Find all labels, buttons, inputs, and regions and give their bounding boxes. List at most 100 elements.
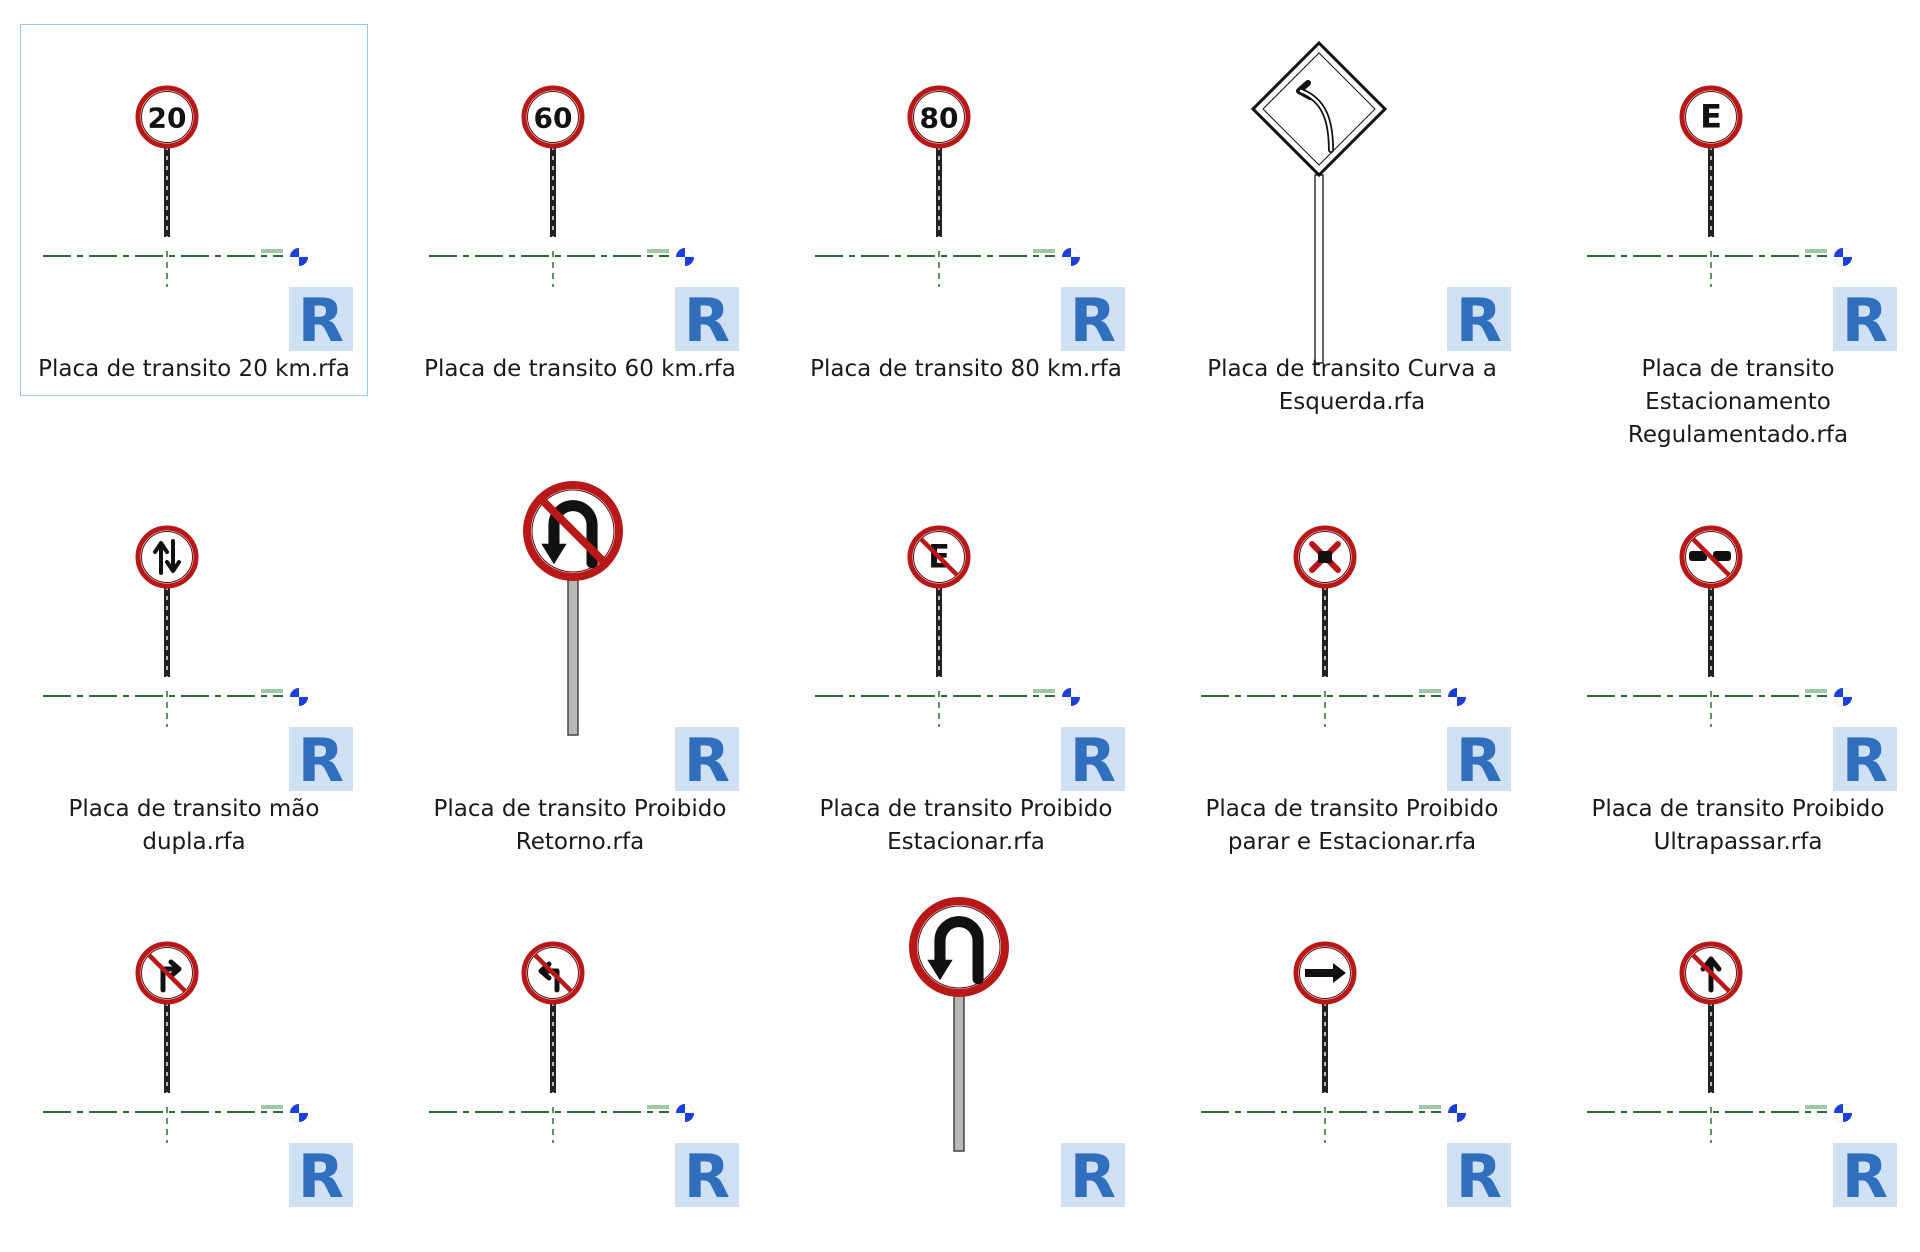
file-name-line: Placa de transito Curva a (1207, 356, 1497, 382)
revit-icon-background (1061, 727, 1125, 791)
file-thumbnail: R (1179, 465, 1525, 805)
reference-lines (1587, 688, 1852, 727)
reference-lines (815, 248, 1080, 287)
reference-lines (43, 1104, 308, 1143)
file-name-line: Placa de transito Proibido (1205, 796, 1499, 822)
reference-tag (1805, 689, 1827, 693)
revit-file-icon: R (1061, 726, 1125, 796)
sign-no-straight (1679, 941, 1743, 1093)
sign-two-way (135, 525, 199, 677)
file-name-line: Regulamentado.rfa (1627, 422, 1849, 448)
revit-icon-background (675, 287, 739, 351)
origin-marker-icon (290, 688, 308, 706)
revit-icon-background (1833, 727, 1897, 791)
sign-post (567, 576, 579, 736)
file-name-line: Ultrapassar.rfa (1653, 829, 1823, 855)
prohibition-slash (1691, 537, 1731, 577)
sign-post (1322, 586, 1328, 677)
file-name-label: Placa de transito 20 km.rfa (21, 353, 367, 386)
revit-icon-letter: R (1456, 726, 1502, 796)
file-name-line: Placa de transito Proibido (433, 796, 727, 822)
revit-icon-background (1447, 287, 1511, 351)
file-item[interactable]: R (1178, 880, 1526, 1252)
file-name-line: Retorno.rfa (515, 829, 645, 855)
sign-inner-ring (917, 905, 1001, 989)
sign-post (550, 146, 556, 237)
file-name-line: Placa de transito 80 km.rfa (810, 356, 1122, 382)
file-name-line: Esquerda.rfa (1278, 389, 1426, 415)
revit-file-icon: R (289, 726, 353, 796)
curve-arrow-highlight (1299, 89, 1333, 152)
file-item[interactable]: R (1564, 880, 1912, 1252)
file-name-line: parar e Estacionar.rfa (1227, 829, 1477, 855)
thumbnail-drawing: ER (1587, 85, 1897, 356)
thumbnail-drawing: R (523, 481, 739, 796)
sign-post (1708, 146, 1714, 237)
file-name-line: Placa de transito Proibido (819, 796, 1113, 822)
u-turn-arrow-icon (548, 500, 598, 569)
sign-face (135, 85, 199, 149)
sign-post (164, 1002, 170, 1093)
sign-text: 20 (148, 101, 187, 134)
reference-tag (261, 249, 283, 253)
reference-lines (1201, 1104, 1466, 1143)
thumbnail-drawing: ER (815, 525, 1125, 796)
file-name-line: dupla.rfa (142, 829, 246, 855)
revit-icon-background (289, 287, 353, 351)
file-name-label: Placa de transito 60 km.rfa (407, 353, 753, 386)
sign-inner-ring (913, 531, 965, 583)
sign-inner-ring (531, 489, 615, 573)
sign-inner-ring (1685, 531, 1737, 583)
revit-file-icon: R (1061, 1142, 1125, 1212)
reference-tag (1033, 249, 1055, 253)
origin-marker-icon (1062, 688, 1080, 706)
reference-lines (43, 688, 308, 727)
revit-file-icon: R (1061, 286, 1125, 356)
prohibition-slash (539, 497, 607, 565)
sign-speed: 60 (521, 85, 585, 237)
box-icon (1318, 551, 1332, 563)
file-name-line: Estacionar.rfa (887, 829, 1045, 855)
thumbnail-drawing: R (1250, 40, 1511, 364)
file-thumbnail: R (407, 881, 753, 1221)
revit-file-icon: R (675, 286, 739, 356)
file-item[interactable]: R (20, 880, 368, 1252)
revit-icon-letter: R (684, 286, 730, 356)
reference-tag (647, 249, 669, 253)
thumbnail-drawing: R (1201, 525, 1511, 796)
origin-marker-icon (676, 248, 694, 266)
thumbnail-drawing: R (43, 941, 353, 1212)
reference-lines (1201, 688, 1466, 727)
revit-icon-letter: R (684, 726, 730, 796)
file-item[interactable]: R (406, 880, 754, 1252)
sign-text: 80 (920, 101, 959, 134)
thumbnail-drawing: 80R (815, 85, 1125, 356)
prohibition-slash (533, 953, 573, 993)
prohibition-slash (1691, 953, 1731, 993)
reference-tag (1033, 689, 1055, 693)
sign-post (1708, 1002, 1714, 1093)
thumbnail-drawing: R (429, 941, 739, 1212)
sign-inner-ring (1299, 531, 1351, 583)
file-name-line: Estacionamento (1645, 389, 1831, 415)
sign-text: 60 (534, 101, 573, 134)
file-thumbnail: R (21, 465, 367, 805)
reference-tag (261, 1105, 283, 1109)
revit-icon-background (675, 1143, 739, 1207)
revit-icon-background (1061, 1143, 1125, 1207)
sign-inner-ring (141, 947, 193, 999)
file-item[interactable]: R (792, 880, 1140, 1252)
sign-inner-ring (913, 91, 965, 143)
